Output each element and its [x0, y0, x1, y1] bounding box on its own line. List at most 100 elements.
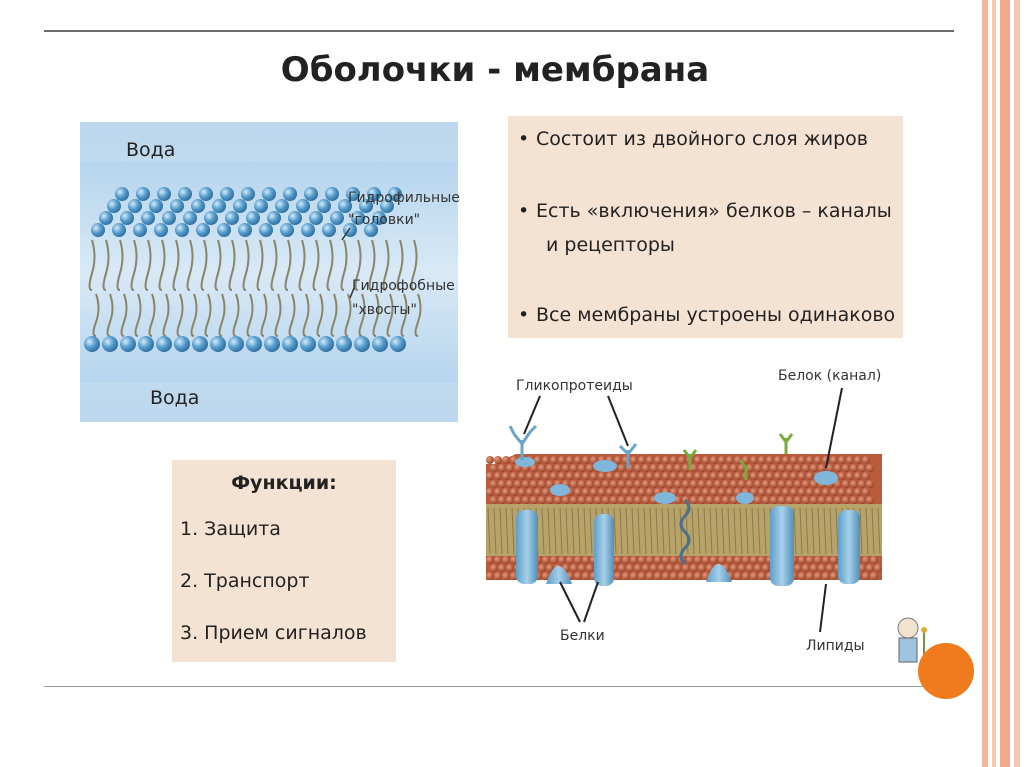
lipid-head	[734, 556, 742, 564]
lipid-head	[330, 211, 344, 225]
lipid-head	[301, 223, 315, 237]
lipid-head	[614, 556, 622, 564]
lipid-head	[238, 223, 252, 237]
lipid-head	[754, 480, 762, 488]
lipid-head	[638, 488, 646, 496]
lipid-head	[646, 472, 654, 480]
top-divider	[44, 30, 954, 32]
lipid-head	[351, 211, 365, 225]
lipid-head	[562, 496, 570, 504]
lipid-head	[546, 564, 554, 572]
lipid-head	[590, 488, 598, 496]
lipid-head	[750, 572, 758, 580]
water-top-label: Вода	[126, 139, 175, 161]
lipid-head	[698, 480, 706, 488]
lipid-head	[626, 496, 634, 504]
function-item: 1. Защита	[180, 518, 281, 540]
lipid-head	[514, 480, 522, 488]
lipid-head	[758, 488, 766, 496]
lipid-head	[686, 488, 694, 496]
lipid-head	[233, 199, 247, 213]
lipid-head	[650, 480, 658, 488]
lipid-head	[183, 211, 197, 225]
lipid-head	[602, 496, 610, 504]
lipid-head	[770, 464, 778, 472]
lipid-tail	[162, 293, 170, 337]
lipid-head	[107, 199, 121, 213]
lipid-head	[838, 456, 846, 464]
lipid-head	[778, 480, 786, 488]
lipid-head	[642, 464, 650, 472]
lipid-head	[690, 464, 698, 472]
lipid-head	[790, 456, 798, 464]
lipid-head	[502, 472, 510, 480]
lipid-head	[241, 187, 255, 201]
lipid-head	[714, 480, 722, 488]
lipid-head	[154, 223, 168, 237]
lipid-head	[826, 464, 834, 472]
lipid-head	[275, 199, 289, 213]
lipid-head	[654, 456, 662, 464]
lipid-head	[650, 464, 658, 472]
lipid-head	[686, 572, 694, 580]
lipid-head	[758, 456, 766, 464]
bullet-text: Есть «включения» белков – каналы	[536, 200, 892, 222]
lipid-head	[750, 472, 758, 480]
lipid-head	[718, 488, 726, 496]
lipid-head	[622, 556, 630, 564]
lipid-head	[850, 496, 858, 504]
lipid-head	[210, 336, 226, 352]
lipid-head	[494, 472, 502, 480]
lipid-head	[550, 556, 558, 564]
lipid-head	[84, 336, 100, 352]
lipid-head	[582, 572, 590, 580]
lipid-tail	[284, 239, 292, 291]
lipid-head	[730, 480, 738, 488]
lipid-tail	[655, 507, 659, 555]
protein-blob	[546, 566, 572, 584]
lipid-head	[606, 488, 614, 496]
lipid-head	[642, 564, 650, 572]
lipid-head	[498, 496, 506, 504]
lipid-head	[490, 496, 498, 504]
lipid-head	[846, 456, 854, 464]
lipid-tail	[270, 239, 278, 291]
lipid-head	[502, 456, 510, 464]
lipid-head	[578, 464, 586, 472]
lipid-tail	[505, 507, 509, 555]
lipid-head	[762, 564, 770, 572]
lipid-head	[149, 199, 163, 213]
lipid-head	[506, 480, 514, 488]
lipid-head	[706, 496, 714, 504]
lipid-head	[642, 480, 650, 488]
lipid-head	[806, 556, 814, 564]
lipid-tail	[859, 507, 863, 555]
lipid-head	[162, 211, 176, 225]
lipid-head	[862, 456, 870, 464]
lipid-tail	[589, 507, 593, 555]
lipid-head	[550, 456, 558, 464]
lipid-head	[490, 464, 498, 472]
lipid-head	[718, 556, 726, 564]
lipid-head	[806, 488, 814, 496]
lipid-head	[262, 187, 276, 201]
lipid-head	[494, 488, 502, 496]
lipid-tail	[877, 507, 881, 555]
lipid-head	[702, 456, 710, 464]
lipid-head	[288, 211, 302, 225]
protein-blob	[515, 457, 535, 467]
lipid-head	[674, 564, 682, 572]
lipid-tail	[200, 239, 208, 291]
page-title: Оболочки - мембрана	[280, 50, 710, 90]
lipid-head	[850, 464, 858, 472]
functions-title: Функции:	[231, 472, 337, 494]
lipid-head	[726, 472, 734, 480]
lipid-head	[726, 456, 734, 464]
lipid-head	[730, 464, 738, 472]
lipid-head	[782, 472, 790, 480]
lipid-head	[818, 464, 826, 472]
lipid-tail	[120, 293, 128, 337]
lipid-head	[822, 556, 830, 564]
lipid-tail	[288, 293, 296, 337]
lipid-tail	[811, 507, 815, 555]
